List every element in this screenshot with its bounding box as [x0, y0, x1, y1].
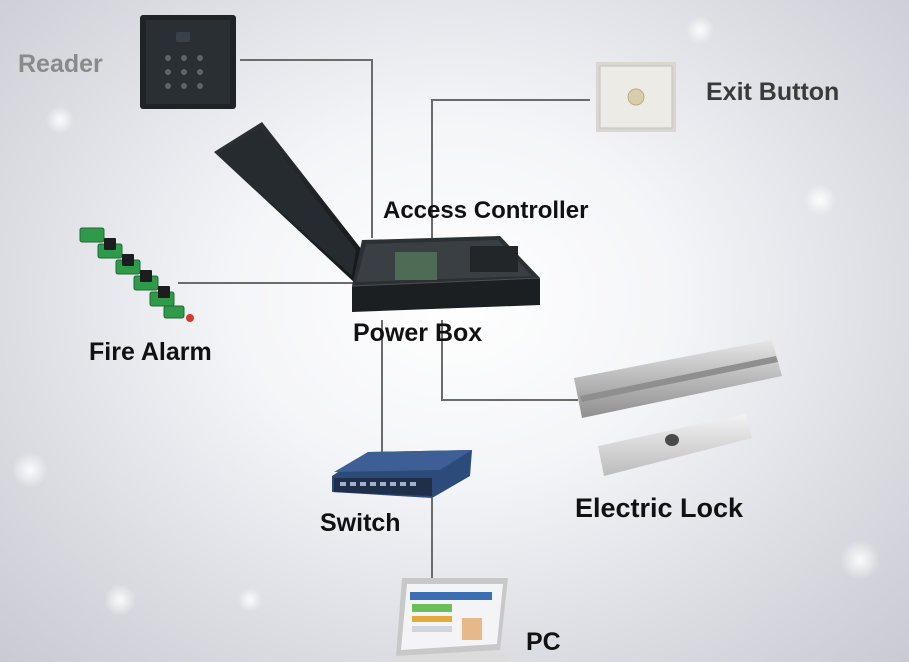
power-box-label: Power Box [353, 319, 483, 347]
connection-lines [178, 59, 590, 578]
exit-button-icon [596, 62, 676, 132]
power-box-icon [214, 122, 541, 312]
reader-label: Reader [18, 50, 103, 78]
fire-alarm-label: Fire Alarm [89, 338, 212, 366]
reader-keypad-icon [140, 15, 236, 109]
exit-button-label: Exit Button [706, 78, 840, 106]
line-exit-button-to-controller [431, 99, 590, 238]
electric-lock-icon [574, 340, 782, 476]
background-sparkles [12, 16, 880, 616]
access-controller-label: Access Controller [383, 197, 589, 224]
line-reader-to-controller [240, 59, 373, 238]
switch-label: Switch [320, 509, 401, 537]
electric-lock-label: Electric Lock [575, 493, 744, 523]
pc-label: PC [526, 628, 561, 656]
laptop-pc-icon [388, 578, 512, 662]
network-switch-icon [332, 450, 472, 498]
line-box-to-electric-lock [441, 320, 578, 401]
fire-alarm-board-icon [79, 227, 194, 322]
